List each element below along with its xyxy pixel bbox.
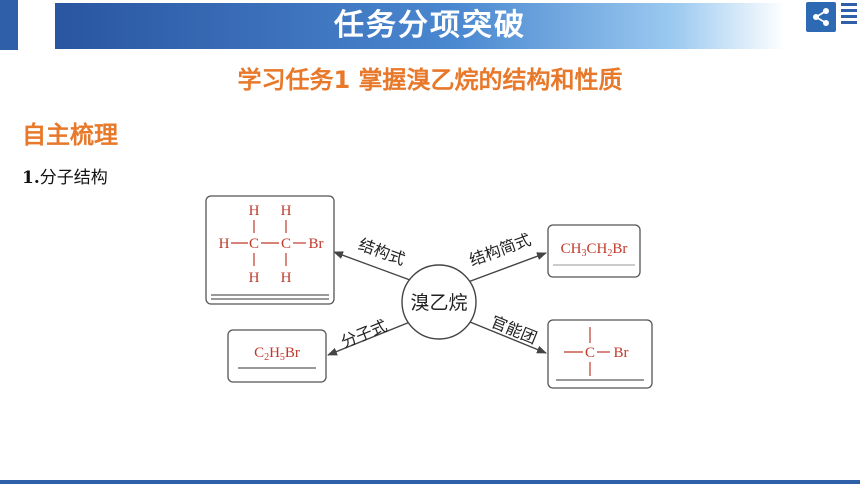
page-title: 任务分项突破 bbox=[334, 8, 526, 43]
menu-button[interactable] bbox=[841, 3, 857, 31]
item-text: 分子结构 bbox=[39, 168, 108, 188]
atom-h-left: H bbox=[219, 236, 230, 252]
center-circle bbox=[401, 264, 477, 340]
arrow-molecular bbox=[327, 321, 411, 356]
atom-br: Br bbox=[309, 236, 324, 252]
task-title: 学习任务1 掌握溴乙烷的结构和性质 bbox=[237, 66, 623, 94]
condensed-formula-box: CH3CH2Br bbox=[547, 224, 641, 278]
left-accent-tab bbox=[0, 0, 18, 50]
atom-c2: C bbox=[281, 236, 291, 252]
center-label: 溴乙烷 bbox=[410, 292, 467, 314]
group-atom-c: C bbox=[585, 345, 595, 361]
menu-icon-bar bbox=[841, 15, 857, 18]
atom-h-top-2: H bbox=[281, 203, 292, 219]
bottom-border bbox=[0, 480, 860, 484]
atom-h-bottom-1: H bbox=[249, 270, 260, 286]
label-structural: 结构式 bbox=[356, 235, 408, 269]
share-icon bbox=[813, 8, 829, 26]
atom-h-top-1: H bbox=[249, 203, 260, 219]
atom-c1: C bbox=[249, 236, 259, 252]
label-molecular: 分子式 bbox=[338, 316, 390, 352]
header-banner bbox=[55, 3, 785, 49]
item-number: 1. bbox=[22, 168, 40, 188]
arrow-condensed bbox=[467, 252, 547, 283]
menu-icon-bar bbox=[841, 3, 857, 6]
structural-formula-box: H H H C C Br H H bbox=[205, 195, 335, 305]
section-heading: 自主梳理 bbox=[22, 121, 118, 149]
arrow-structural bbox=[333, 251, 411, 281]
group-atom-br: Br bbox=[614, 345, 629, 361]
share-button[interactable] bbox=[806, 2, 836, 32]
condensed-formula: CH3CH2Br bbox=[561, 241, 628, 259]
functional-group-box: C Br bbox=[547, 319, 653, 389]
menu-icon-bar bbox=[841, 21, 857, 24]
label-condensed: 结构简式 bbox=[467, 230, 534, 270]
item-label: 1.分子结构 bbox=[22, 163, 108, 188]
molecular-formula: C2H5Br bbox=[254, 345, 300, 363]
molecular-formula-box: C2H5Br bbox=[227, 329, 327, 383]
label-functional: 官能团 bbox=[488, 312, 540, 348]
menu-icon-bar bbox=[841, 9, 857, 12]
arrow-functional bbox=[469, 321, 547, 354]
atom-h-bottom-2: H bbox=[281, 270, 292, 286]
